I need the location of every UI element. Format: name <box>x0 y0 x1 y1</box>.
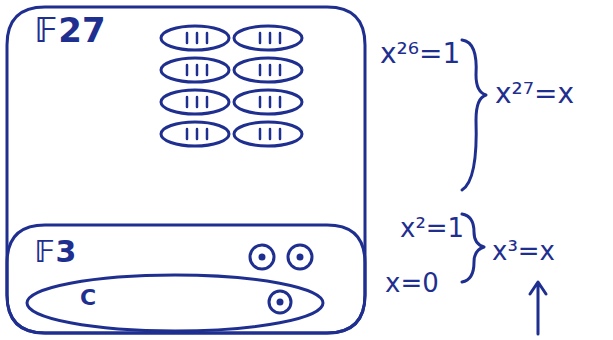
region-border <box>27 275 323 331</box>
orbit-ovals <box>161 26 302 146</box>
region-border <box>7 7 365 333</box>
orbit-oval <box>234 58 302 82</box>
equation-label: x²=1 <box>400 215 464 241</box>
up-arrow <box>530 282 546 334</box>
curly-brace <box>462 214 484 282</box>
region-label: 𝔽27 <box>35 13 106 47</box>
region-label: 𝔽3 <box>35 237 76 267</box>
point-circle <box>269 291 291 313</box>
region-outline <box>25 273 325 333</box>
point-dot <box>277 299 284 306</box>
field-region: 𝔽27𝔽3C <box>5 5 367 335</box>
orbit-oval <box>161 122 229 146</box>
orbit-points <box>187 33 280 139</box>
region-label: C <box>80 287 96 309</box>
point-circle <box>250 245 274 269</box>
point-dot <box>297 254 304 261</box>
subfield-region: 𝔽3C <box>5 223 367 335</box>
point-circle <box>288 245 312 269</box>
orbit-oval <box>234 90 302 114</box>
orbit-oval <box>234 122 302 146</box>
equation-label: x²⁷=x <box>495 80 574 108</box>
orbit-oval <box>161 58 229 82</box>
orbit-oval <box>161 90 229 114</box>
orbit-oval <box>234 26 302 50</box>
equation-label: x²⁶=1 <box>380 40 460 68</box>
curly-brace <box>462 40 486 190</box>
zero-region: C <box>25 273 325 333</box>
point-dot <box>259 254 266 261</box>
orbit-oval <box>161 26 229 50</box>
equation-label: x³=x <box>492 238 555 264</box>
equation-label: x=0 <box>385 270 439 296</box>
point-ticks <box>187 33 280 139</box>
region-border <box>7 225 365 333</box>
